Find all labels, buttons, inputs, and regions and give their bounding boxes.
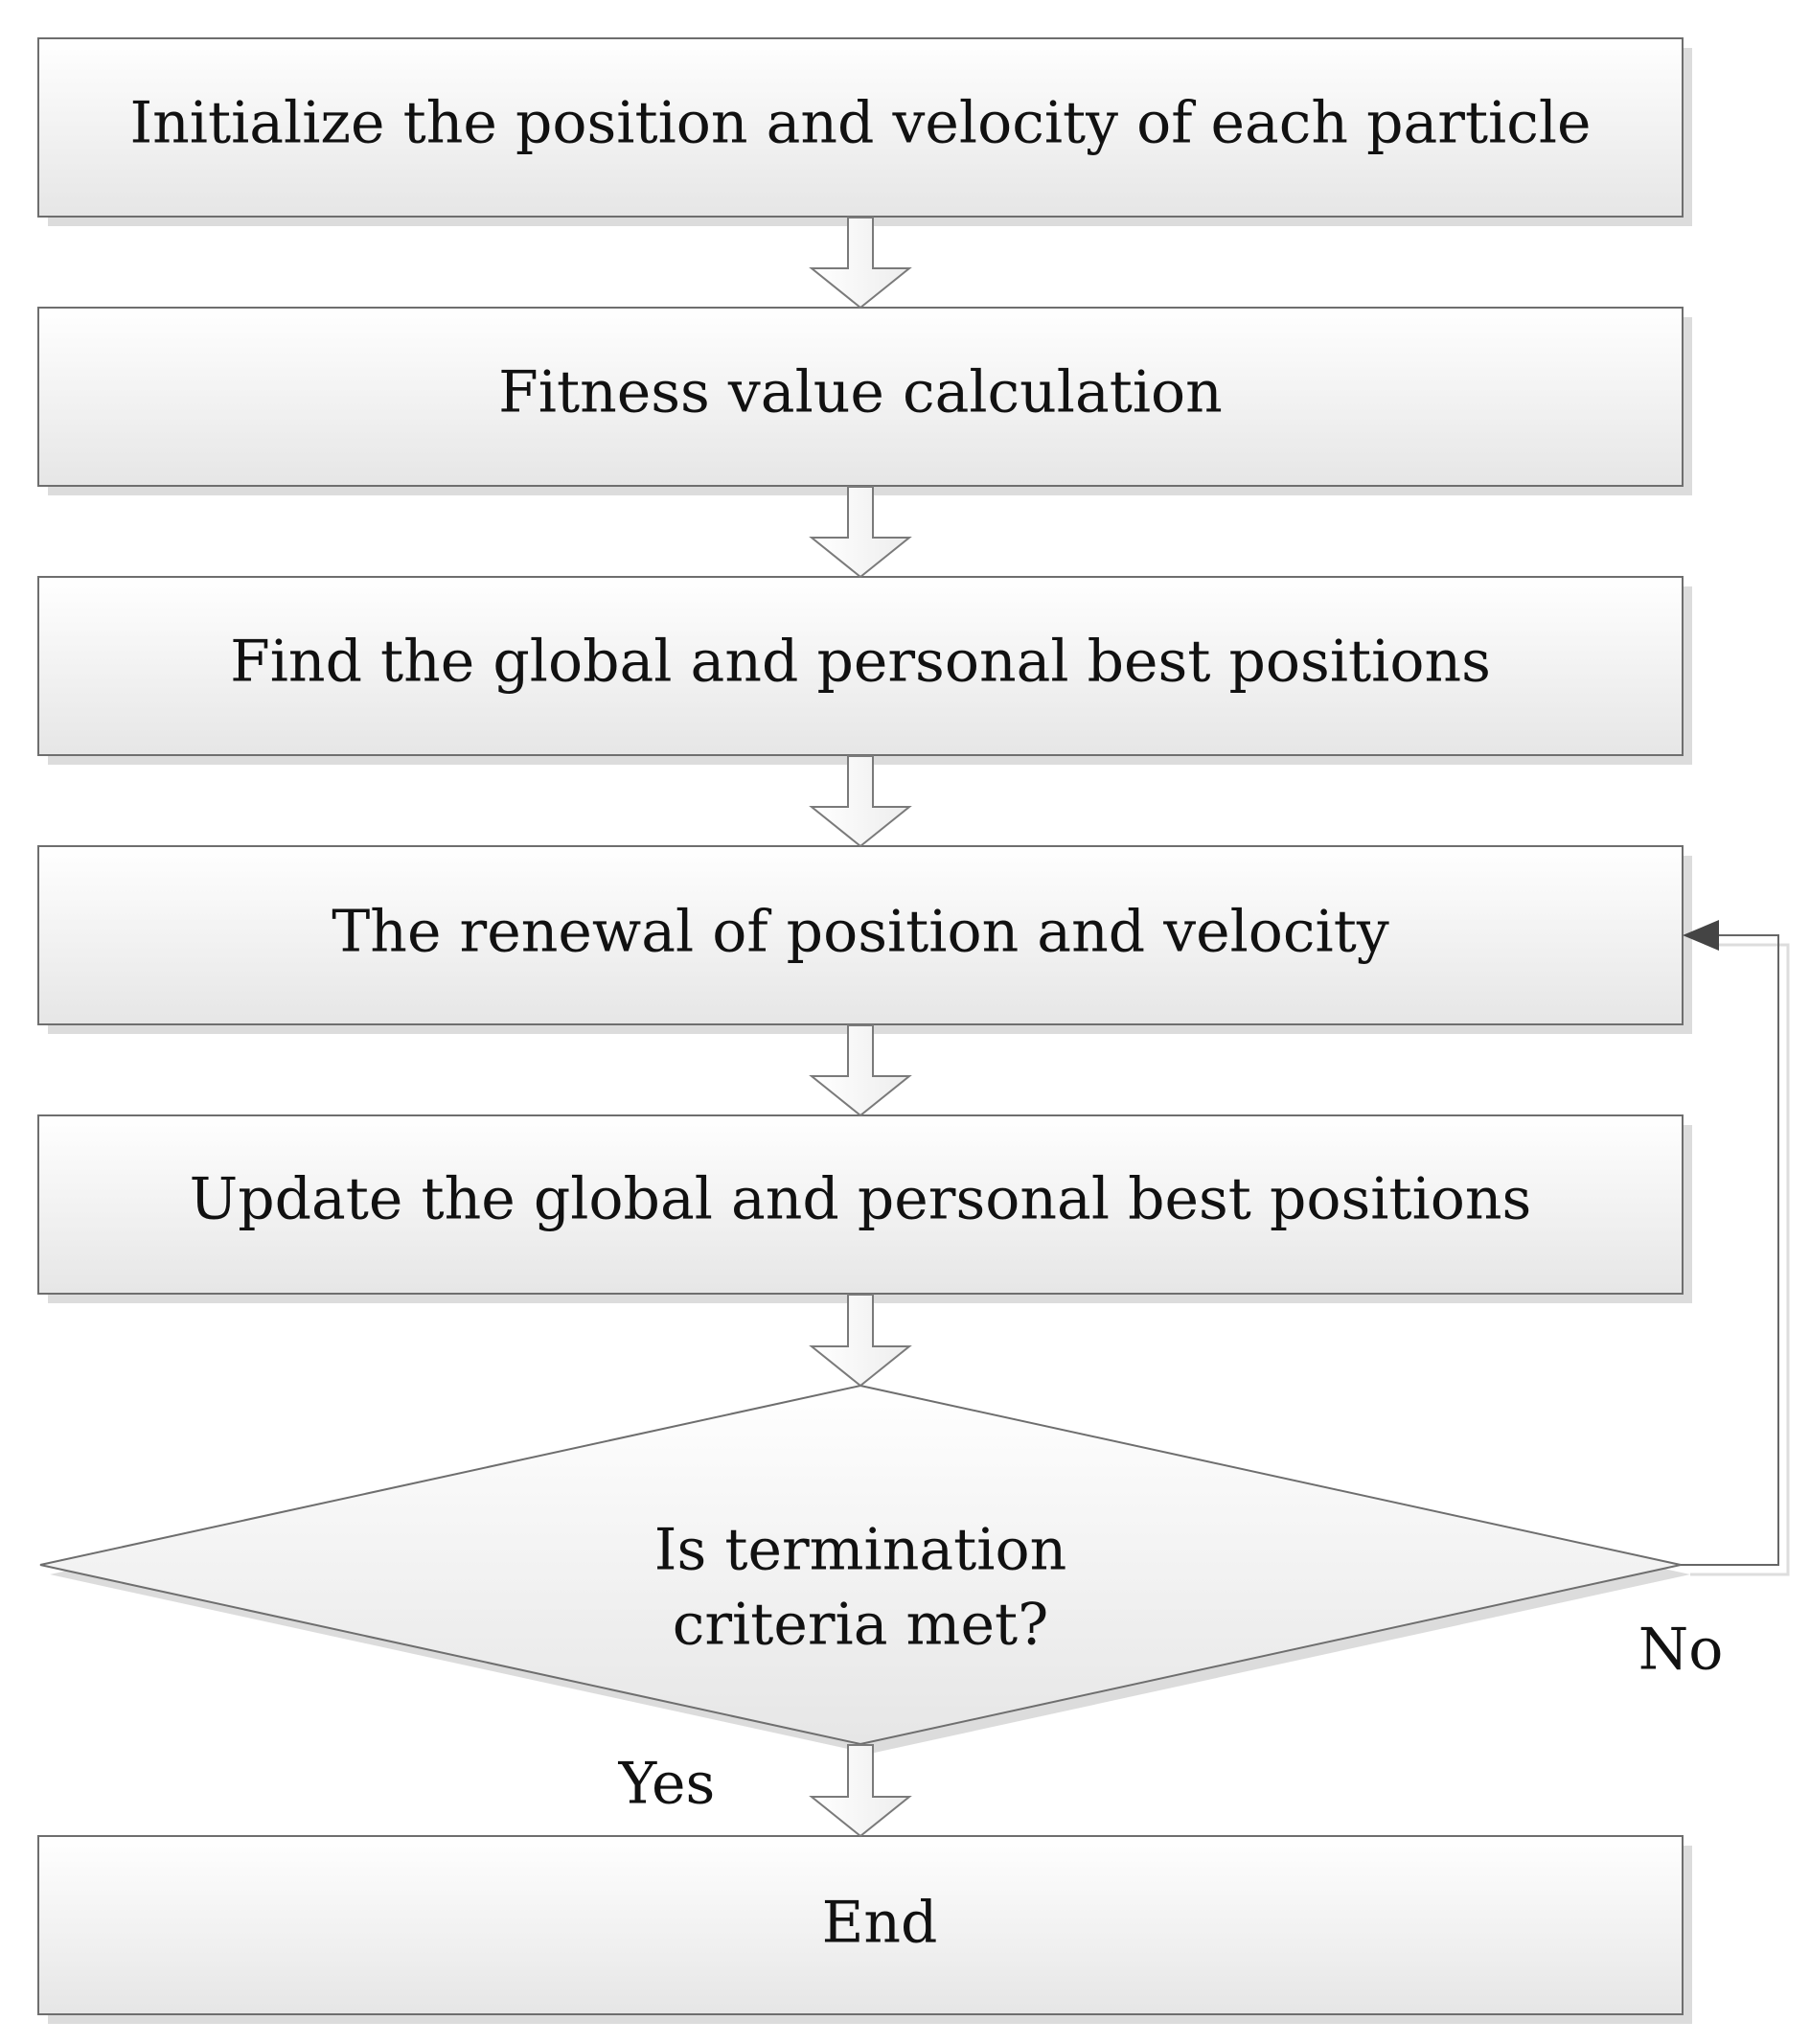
decision-diamond: Is termination criteria met? bbox=[39, 1384, 1690, 1754]
step-label-find-best: Find the global and personal best positi… bbox=[230, 629, 1491, 696]
decision-label-line2: criteria met? bbox=[673, 1592, 1049, 1659]
step-box-end: End bbox=[37, 1835, 1692, 2024]
loop-back-connector bbox=[1681, 920, 1790, 1576]
flow-arrow-1 bbox=[809, 217, 912, 310]
flow-arrow-3 bbox=[809, 755, 912, 848]
flow-arrow-2 bbox=[809, 486, 912, 579]
yes-label: Yes bbox=[618, 1751, 716, 1818]
step-box-renewal: The renewal of position and velocity bbox=[37, 845, 1692, 1034]
step-label-initialize: Initialize the position and velocity of … bbox=[129, 90, 1591, 157]
step-box-initialize: Initialize the position and velocity of … bbox=[37, 37, 1692, 226]
step-label-update-best: Update the global and personal best posi… bbox=[190, 1166, 1532, 1233]
flow-arrow-yes bbox=[809, 1744, 912, 1838]
flow-arrow-5 bbox=[809, 1294, 912, 1388]
step-label-fitness: Fitness value calculation bbox=[498, 359, 1223, 426]
step-box-fitness: Fitness value calculation bbox=[37, 307, 1692, 495]
flow-arrow-4 bbox=[809, 1024, 912, 1117]
step-box-update-best: Update the global and personal best posi… bbox=[37, 1114, 1692, 1303]
step-box-find-best: Find the global and personal best positi… bbox=[37, 576, 1692, 765]
step-label-renewal: The renewal of position and velocity bbox=[332, 899, 1389, 966]
no-label: No bbox=[1638, 1617, 1724, 1684]
loop-arrow-head bbox=[1683, 920, 1719, 951]
decision-label-line1: Is termination bbox=[654, 1517, 1066, 1584]
step-label-end: End bbox=[822, 1890, 938, 1957]
